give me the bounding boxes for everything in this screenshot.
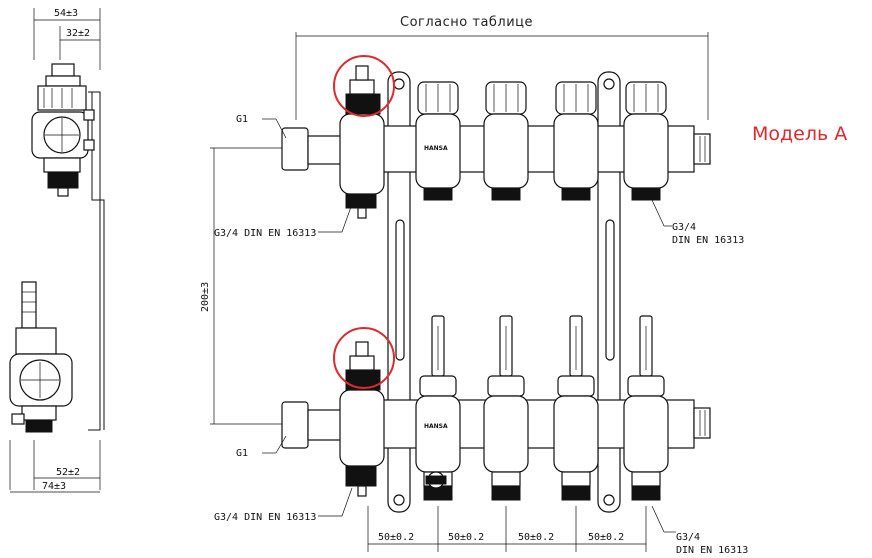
manifold-bottom: HANSA: [281, 315, 711, 501]
side-bottom-width-label: 74±3: [42, 481, 66, 492]
outlet-label-top-line1: G3/4: [672, 222, 696, 233]
side-top-width-label: 54±3: [54, 8, 78, 19]
outlet-label-top-line2: DIN EN 16313: [672, 235, 744, 246]
side-manifold-top: [31, 63, 89, 197]
brand-text-bottom: HANSA: [424, 423, 448, 430]
inlet-label-bottom: G1: [236, 448, 248, 459]
highlight-circle-top: [333, 55, 395, 117]
front-view: Согласно таблице 200±3: [200, 15, 748, 556]
side-view: 54±3 32±2: [9, 8, 105, 493]
spacing-label-1: 50±0.2: [378, 532, 414, 543]
inlet-label-top: G1: [236, 114, 248, 125]
outlet-label-bottom-line1: G3/4: [676, 532, 700, 543]
outlet-label-bottom-line2: DIN EN 16313: [676, 545, 748, 556]
side-manifold-bottom: [9, 281, 73, 433]
manifold-top: HANSA: [281, 65, 711, 219]
brand-text: HANSA: [424, 145, 448, 152]
side-bottom-offset-label: 52±2: [56, 467, 80, 478]
drain-label-top: G3/4 DIN EN 16313: [214, 228, 316, 239]
highlight-circle-bottom: [333, 327, 395, 389]
spacing-label-2: 50±0.2: [448, 532, 484, 543]
height-dimension-label: 200±3: [200, 282, 211, 312]
overall-width-label: Согласно таблице: [400, 15, 533, 30]
side-top-offset-label: 32±2: [66, 28, 90, 39]
model-label: Модель А: [752, 123, 847, 145]
drain-label-bottom: G3/4 DIN EN 16313: [214, 512, 316, 523]
spacing-label-3: 50±0.2: [518, 532, 554, 543]
outlet-valves-top: HANSA: [415, 81, 669, 201]
spacing-label-4: 50±0.2: [588, 532, 624, 543]
